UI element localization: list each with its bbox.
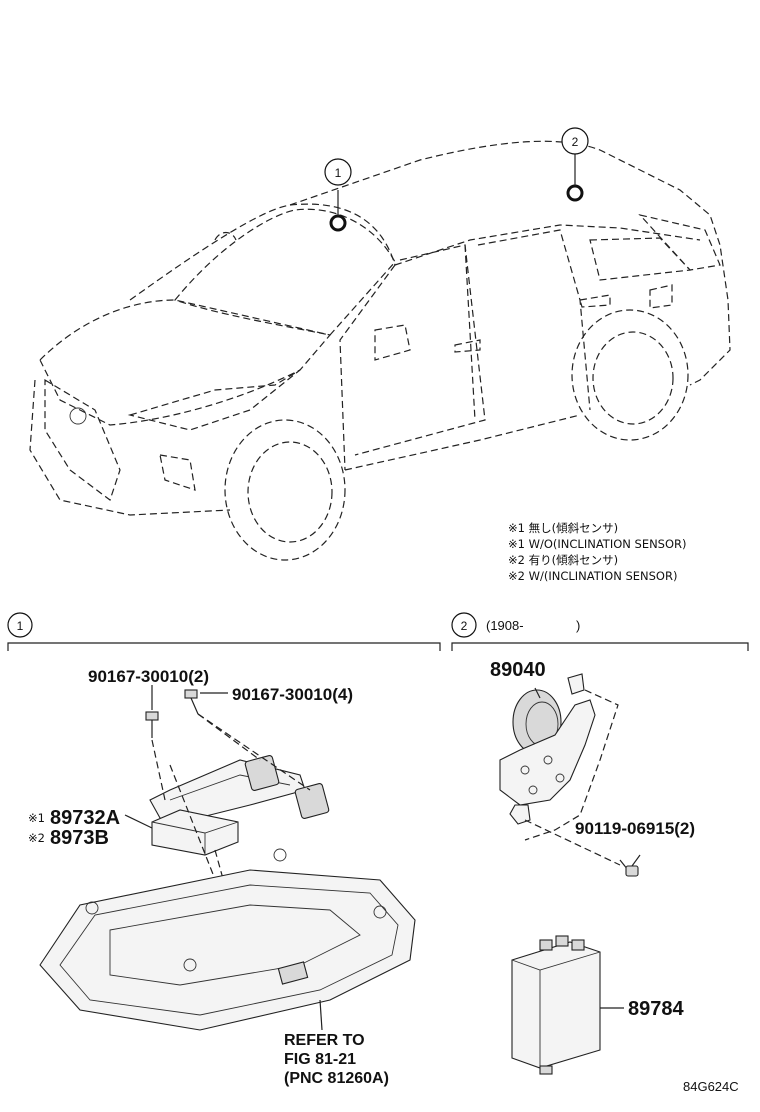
section-1-header: 1 bbox=[7, 612, 441, 651]
notes-block: ※1 無し(傾斜センサ) ※1 W/O(INCLINATION SENSOR) … bbox=[508, 521, 687, 583]
note-1-jp: ※1 無し(傾斜センサ) bbox=[508, 521, 618, 535]
figure-code: 84G624C bbox=[683, 1079, 739, 1094]
screw-icon bbox=[619, 859, 639, 877]
part-number-module-b: 8973B bbox=[50, 827, 109, 849]
svg-text:1: 1 bbox=[17, 619, 24, 633]
bolt-b-icon bbox=[184, 689, 199, 715]
svg-text:(PNC 81260A): (PNC 81260A) bbox=[284, 1070, 389, 1087]
note-1-en: ※1 W/O(INCLINATION SENSOR) bbox=[508, 537, 687, 551]
section-2-header: 2 (1908- ) bbox=[451, 612, 749, 651]
callout-1-vehicle: 1 bbox=[324, 158, 352, 186]
section-2-parts bbox=[499, 673, 641, 1075]
module-b-mark: ※2 bbox=[28, 831, 45, 845]
ecu-unit bbox=[511, 935, 601, 1075]
inclination-module bbox=[151, 809, 239, 856]
part-number-ecu: 89784 bbox=[628, 998, 684, 1020]
section-1-parts bbox=[39, 685, 416, 1031]
section-2-date-range-close: ) bbox=[576, 618, 580, 633]
part-number-screw: 90119-06915(2) bbox=[575, 819, 695, 838]
bolt-a-icon bbox=[145, 711, 159, 738]
part-number-sensor: 89040 bbox=[490, 659, 546, 681]
callout-2-vehicle: 2 bbox=[561, 127, 589, 155]
svg-text:FIG 81-21: FIG 81-21 bbox=[284, 1051, 356, 1068]
svg-text:REFER TO: REFER TO bbox=[284, 1032, 365, 1049]
section-2-date-range: (1908- bbox=[486, 618, 524, 633]
part-number-bolt-a: 90167-30010(2) bbox=[88, 667, 209, 686]
part-number-bolt-b: 90167-30010(4) bbox=[232, 685, 353, 704]
svg-text:1: 1 bbox=[335, 166, 342, 180]
svg-text:2: 2 bbox=[572, 135, 579, 149]
overhead-console bbox=[39, 848, 416, 1031]
refer-note: REFER TO FIG 81-21 (PNC 81260A) bbox=[284, 1032, 389, 1087]
connector-1 bbox=[244, 755, 330, 819]
inclination-sensor bbox=[499, 673, 596, 825]
note-2-jp: ※2 有り(傾斜センサ) bbox=[508, 553, 618, 567]
vehicle-illustration bbox=[29, 140, 731, 561]
module-a-mark: ※1 bbox=[28, 811, 45, 825]
note-2-en: ※2 W/(INCLINATION SENSOR) bbox=[508, 569, 677, 583]
svg-text:2: 2 bbox=[461, 619, 468, 633]
part-number-module-a: 89732A bbox=[50, 807, 120, 829]
